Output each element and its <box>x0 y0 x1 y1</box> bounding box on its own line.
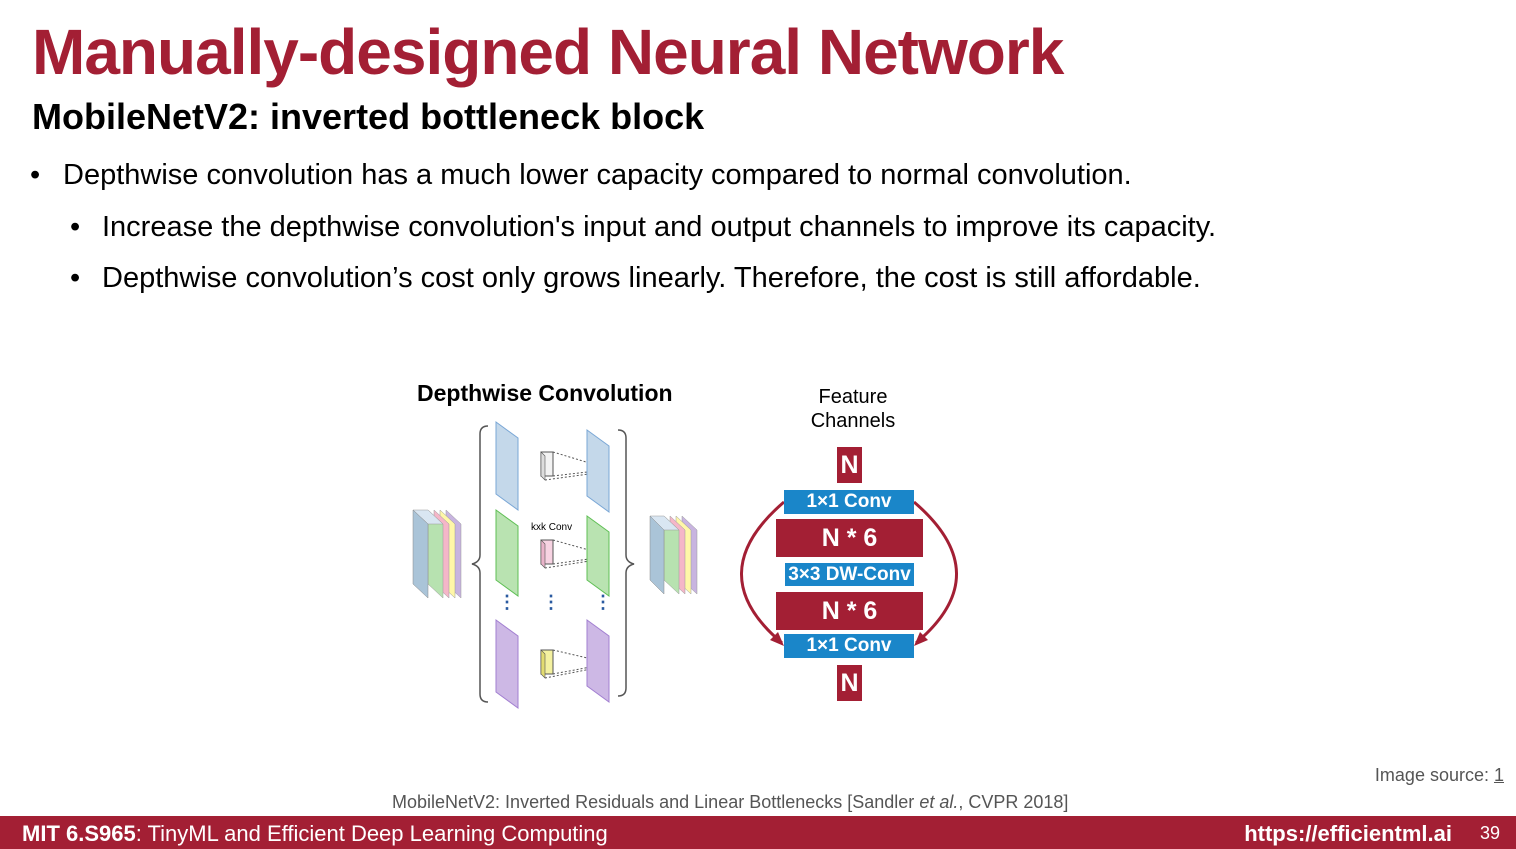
paper-citation: MobileNetV2: Inverted Residuals and Line… <box>392 792 1068 813</box>
feature-channels-header: Feature Channels <box>810 386 896 432</box>
bullet-marker: • <box>70 262 81 294</box>
pointwise-conv-1: 1×1 Conv <box>784 490 914 514</box>
output-slice-purple <box>586 619 610 703</box>
image-source-link[interactable]: 1 <box>1493 765 1504 785</box>
pointwise-conv-2: 1×1 Conv <box>784 634 914 658</box>
course-url[interactable]: https://efficientml.ai <box>1244 821 1452 846</box>
input-tensor <box>412 509 462 599</box>
output-channels-box: N <box>837 665 862 701</box>
slide-title: Manually-designed Neural Network <box>32 16 1064 88</box>
bullet-marker: • <box>30 159 41 191</box>
bullet-marker: • <box>70 211 81 243</box>
output-slice-green <box>586 515 610 597</box>
bullet-1: • Depthwise convolution has a much lower … <box>30 158 1132 192</box>
slide-subtitle: MobileNetV2: inverted bottleneck block <box>32 96 705 137</box>
output-slice-blue <box>586 429 610 513</box>
course-code: MIT 6.S965 <box>22 821 136 846</box>
input-slice-green <box>495 509 519 597</box>
ellipsis-input: ⋮ <box>498 592 516 612</box>
bullet-2-text: Increase the depthwise convolution's inp… <box>102 211 1217 243</box>
residual-arrow-left <box>740 500 785 646</box>
expanded-channels-2: N * 6 <box>776 592 923 630</box>
left-bracket <box>471 425 489 703</box>
bullet-3: • Depthwise convolution’s cost only grows… <box>70 261 1201 295</box>
output-tensor <box>649 515 698 595</box>
bullet-3-text: Depthwise convolution’s cost only grows … <box>102 262 1201 294</box>
page-number: 39 <box>1479 823 1500 843</box>
citation-suffix: , CVPR 2018] <box>958 792 1069 812</box>
kernel-label: kxk Conv <box>531 522 573 533</box>
citation-prefix: MobileNetV2: Inverted Residuals and Line… <box>392 792 920 812</box>
ellipsis-output: ⋮ <box>594 592 612 612</box>
expanded-channels-1: N * 6 <box>776 519 923 557</box>
depthwise-conv-box: 3×3 DW-Conv <box>785 563 914 586</box>
bullet-2: • Increase the depthwise convolution's in… <box>70 210 1216 244</box>
image-source-label: Image source: <box>1374 765 1494 785</box>
ellipsis-kernel: ⋮ <box>542 592 560 612</box>
citation-etal: et al. <box>919 792 959 812</box>
depthwise-title: Depthwise Convolution <box>417 380 673 406</box>
right-bracket <box>617 429 635 697</box>
input-slice-purple <box>495 619 519 709</box>
image-source: Image source: 1 <box>1375 765 1504 786</box>
footer-bar: MIT 6.S965: TinyML and Efficient Deep Le… <box>0 816 1516 849</box>
input-channels-box: N <box>837 447 862 483</box>
course-name: : TinyML and Efficient Deep Learning Com… <box>135 821 608 846</box>
footer-course: MIT 6.S965: TinyML and Efficient Deep Le… <box>22 821 608 847</box>
residual-arrow-right <box>913 500 958 646</box>
input-slice-blue <box>495 421 519 511</box>
bullet-1-text: Depthwise convolution has a much lower c… <box>63 159 1132 191</box>
